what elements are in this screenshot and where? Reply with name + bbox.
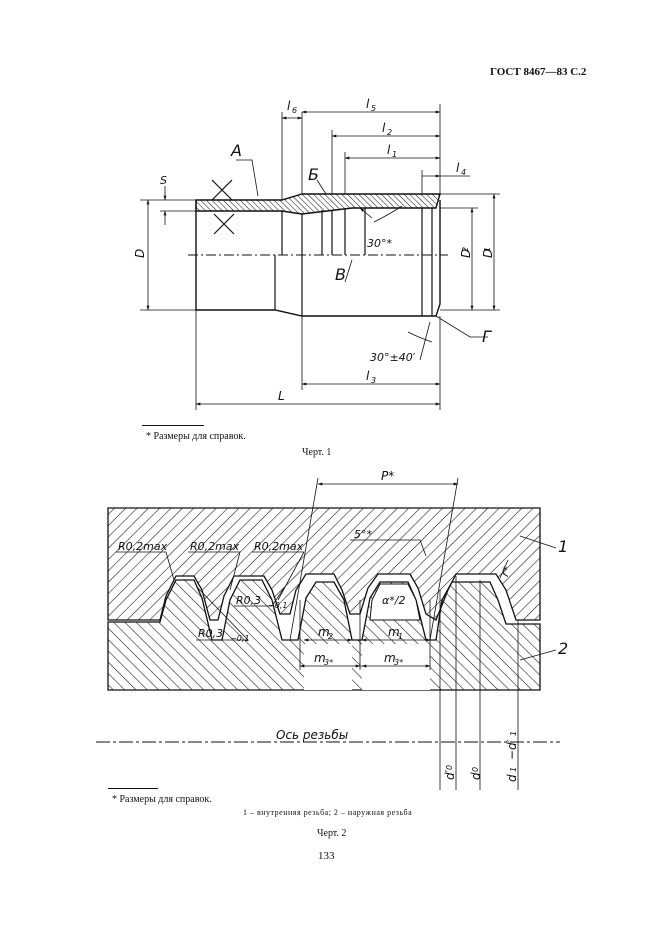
angle-30-tol: 30°±40′ — [370, 351, 416, 364]
dim-l4: l — [456, 161, 460, 175]
footnote-rule-2 — [108, 788, 158, 789]
radius-r: r* — [498, 564, 514, 578]
angle-alpha: α*/2 — [382, 594, 405, 607]
view-b: Б — [308, 165, 319, 184]
dim-l1-sub: 1 — [392, 150, 397, 159]
dim-d0-prime: d′ — [443, 769, 457, 780]
dim-m3-left-sub: 3* — [324, 658, 333, 667]
footnote-2: * Размеры для справок. — [112, 794, 212, 805]
dim-l6: l — [287, 99, 291, 113]
dim-l5: l — [366, 97, 370, 111]
dim-l5-sub: 5 — [371, 104, 376, 113]
angle-5: 5°* — [354, 528, 372, 541]
dim-d1-prime-sub: 1 — [509, 731, 518, 736]
radius-label-4: R0,3 — [236, 594, 261, 607]
dim-m2: m — [318, 625, 330, 639]
angle-30: 30°* — [367, 237, 392, 250]
dim-l1: l — [387, 143, 391, 157]
radius-label-3: R0,2max — [254, 540, 304, 553]
dim-d0: d — [469, 772, 483, 780]
dim-d2-sub: 2 — [461, 247, 470, 252]
dim-l4-sub: 4 — [461, 168, 466, 177]
dim-l6-sub: 6 — [292, 106, 297, 115]
callout-1: 1 — [558, 537, 568, 556]
figure-1-labels: l 6 l 5 l 2 l 1 l 4 A Б В Г S D D 2 D 1 … — [133, 97, 495, 403]
dim-m2-sub: 2 — [328, 632, 333, 641]
dim-d1-sub: 1 — [509, 767, 518, 772]
dim-l: L — [278, 389, 285, 403]
footnote-rule-1 — [142, 425, 204, 426]
figure-2 — [96, 477, 560, 790]
dim-l2: l — [382, 121, 386, 135]
radius-tol-5: −0,1 — [230, 634, 249, 643]
dim-m3-right-sub: 3* — [394, 658, 403, 667]
dim-m3-left: m — [314, 651, 326, 665]
radius-label-2: R0,2max — [190, 540, 240, 553]
figure-2-legend: 1 – внутренняя резьба; 2 – наружная резь… — [243, 808, 413, 817]
dim-d0-sub: 0 — [471, 767, 480, 772]
view-v: В — [335, 265, 346, 284]
figure-1 — [140, 104, 500, 410]
dim-d1: D — [481, 249, 495, 258]
dim-d1: d — [505, 774, 519, 782]
dim-d1-prime: −d′ — [505, 739, 519, 760]
dim-l3-sub: 3 — [371, 376, 376, 385]
footnote-1: * Размеры для справок. — [146, 431, 246, 442]
page-number: 133 — [318, 850, 335, 862]
caption-2: Черт. 2 — [317, 828, 347, 839]
page-header: ГОСТ 8467—83 С.2 — [490, 66, 587, 78]
dim-l3: l — [366, 369, 370, 383]
dim-d0-prime-sub: 0 — [445, 765, 454, 770]
dim-m3-right: m — [384, 651, 396, 665]
dim-m1-sub: 1 — [398, 632, 403, 641]
view-g: Г — [482, 327, 492, 346]
dim-d1-sub: 1 — [483, 247, 492, 252]
dim-d: D — [133, 249, 147, 258]
dim-s: S — [160, 174, 167, 187]
view-a: A — [230, 141, 242, 160]
axis-label: Ось резьбы — [276, 728, 348, 742]
radius-label-5: R0,3 — [198, 627, 223, 640]
callout-2: 2 — [558, 639, 568, 658]
dim-l2-sub: 2 — [387, 128, 392, 137]
dim-d2: D — [459, 249, 473, 258]
caption-1: Черт. 1 — [302, 447, 332, 458]
figure-2-labels: P* R0,2max R0,2max R0,2max R0,3 −0,1 R0,… — [118, 469, 568, 782]
radius-label-1: R0,2max — [118, 540, 168, 553]
dim-m1: m — [388, 625, 400, 639]
radius-tol-4: −0,1 — [268, 601, 287, 610]
dim-pitch: P* — [381, 469, 394, 483]
